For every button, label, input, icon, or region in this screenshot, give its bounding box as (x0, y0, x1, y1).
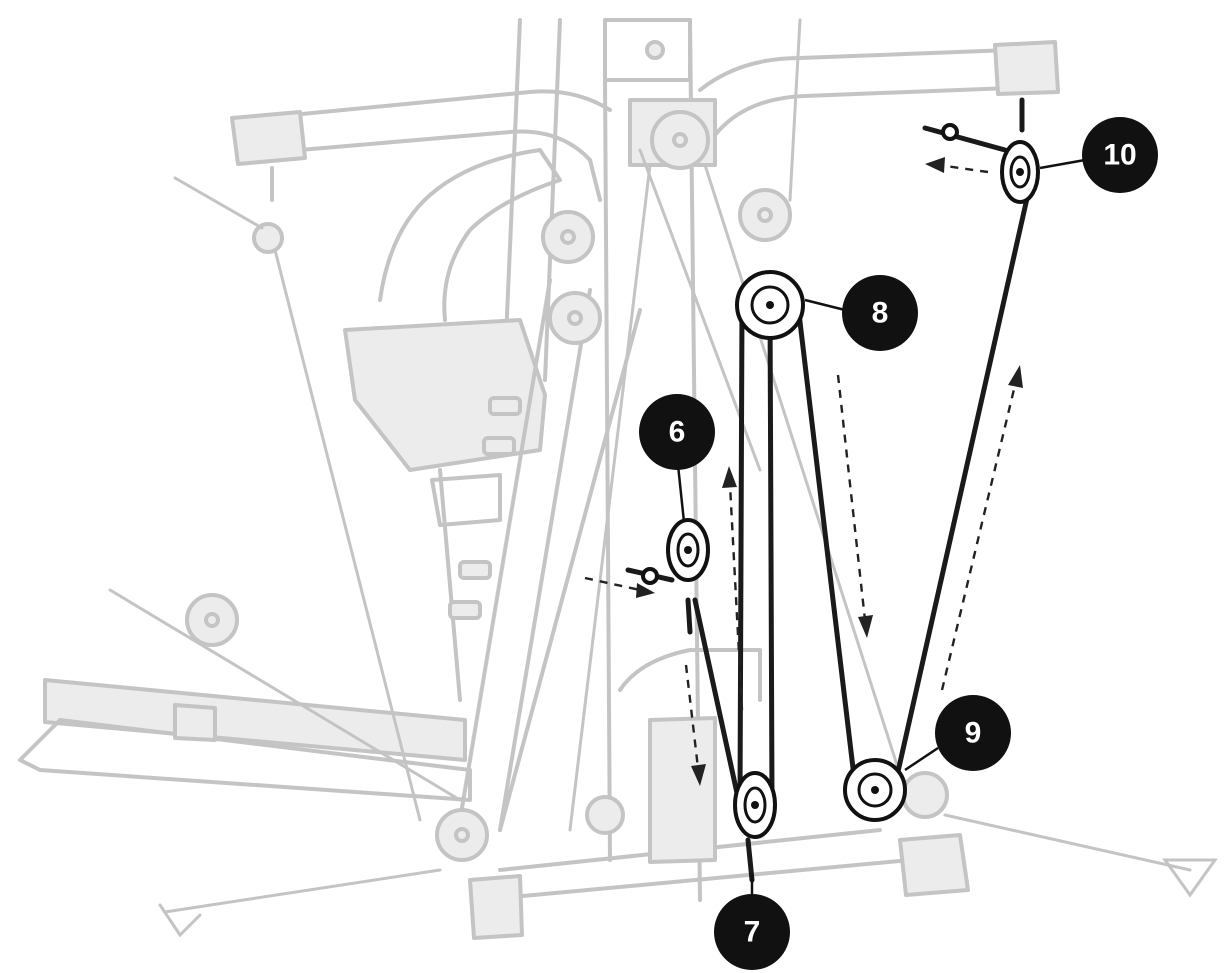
tower-right-post-2 (603, 78, 612, 862)
arrow-out-10 (944, 164, 989, 174)
handle-6-ball (641, 567, 659, 585)
left-top-arm-upper (238, 89, 612, 122)
ghost-cable-cross-2 (703, 163, 907, 792)
ghost-cable-leg (108, 588, 462, 802)
callout-7-label: 7 (744, 916, 761, 949)
ghost-handle-bottom-right (1162, 858, 1218, 898)
callout-8-label: 8 (872, 297, 889, 330)
ghost-cable-left-arm (273, 248, 422, 822)
callout-6-label: 6 (669, 416, 686, 449)
adjust-pin-3 (458, 560, 492, 580)
pulley-6-assembly (641, 518, 710, 585)
cable-7-to-8-right (767, 302, 775, 803)
callout-9: 9 (935, 695, 1011, 771)
cable-9-to-10 (892, 182, 1033, 788)
ghost-pulley-2-hub (567, 310, 583, 326)
adjust-pin-1 (488, 396, 522, 416)
seat-post (438, 468, 462, 702)
cable-10-handle (922, 125, 1008, 153)
base-rail-front (478, 858, 912, 902)
ghost-pulley-leg-extension-hub (204, 612, 220, 628)
tower-bolt (645, 40, 665, 60)
ghost-cable-bottom-left (163, 868, 442, 914)
tower-left-post (503, 18, 522, 362)
cable-8-to-9 (795, 302, 858, 788)
pulley-8-assembly (735, 270, 805, 340)
callout-10-label: 10 (1103, 139, 1136, 172)
seat-bracket (430, 473, 502, 527)
ghost-pulley-1-hub (560, 229, 576, 245)
base-foot-right (898, 833, 970, 897)
cable-6-hook (685, 597, 693, 635)
ghost-pulley-bottom-2 (585, 795, 625, 835)
left-top-arm-lower (298, 129, 602, 202)
callout-7: 7 (714, 894, 790, 970)
pulley-9-assembly (843, 758, 907, 822)
center-weight-stack (648, 716, 717, 864)
callout-10: 10 (1082, 117, 1158, 193)
ghost-pulley-3-hub (757, 207, 773, 223)
cable-7-to-8-left (737, 302, 745, 803)
motion-arrows (584, 157, 1023, 786)
tower-center-post (543, 18, 562, 382)
handle-10-ball (941, 123, 959, 141)
leader-9 (904, 746, 939, 772)
base-foot-left (468, 874, 524, 940)
front-leg-right (498, 308, 642, 832)
leg-extension-bracket (173, 703, 217, 742)
machine-frame (18, 18, 1218, 940)
leader-10 (1039, 158, 1086, 170)
ghost-cable-bottom-right (943, 813, 1192, 872)
callout-leaders (676, 158, 1086, 895)
ghost-pulley-bottom-1-hub (454, 827, 470, 843)
callout-6: 6 (639, 394, 715, 470)
pulley-10-assembly (941, 123, 1040, 204)
leg-extension-base (18, 718, 472, 802)
arrow-down-left (684, 664, 700, 769)
ghost-cable-handle-left (173, 176, 264, 230)
arrow-up-center (728, 484, 744, 711)
ghost-pulley-left-arm (252, 222, 284, 254)
left-arm-end-cap (230, 110, 307, 166)
arrow-into-6 (584, 576, 641, 592)
leader-8 (804, 298, 846, 312)
right-top-arm-lower (713, 86, 1012, 137)
highlighted-cable-path (625, 97, 1033, 883)
front-leg-left (458, 278, 552, 822)
arrow-down-right (836, 374, 867, 621)
top-pulley-hub (672, 132, 688, 148)
callout-8: 8 (842, 275, 918, 351)
ghost-cable-top-right (788, 18, 802, 202)
right-arm-end-cap (993, 40, 1060, 96)
ghost-pulley-bottom-3 (901, 771, 949, 819)
pulley-7-assembly (733, 771, 777, 839)
right-top-arm-upper (698, 48, 1012, 92)
adjust-pin-4 (448, 600, 482, 620)
leader-6 (676, 464, 686, 523)
cable-7-down (745, 837, 755, 883)
adjust-pin-2 (482, 436, 516, 456)
front-leg-left-2 (498, 288, 592, 832)
center-bracket (618, 648, 762, 702)
ghost-cable-cross-1 (568, 163, 652, 832)
ghost-handle-bottom-left (158, 903, 202, 938)
seat-pad (343, 318, 547, 472)
callout-9-label: 9 (965, 717, 982, 750)
back-pad (378, 148, 562, 322)
arrow-up-right (940, 384, 1017, 691)
